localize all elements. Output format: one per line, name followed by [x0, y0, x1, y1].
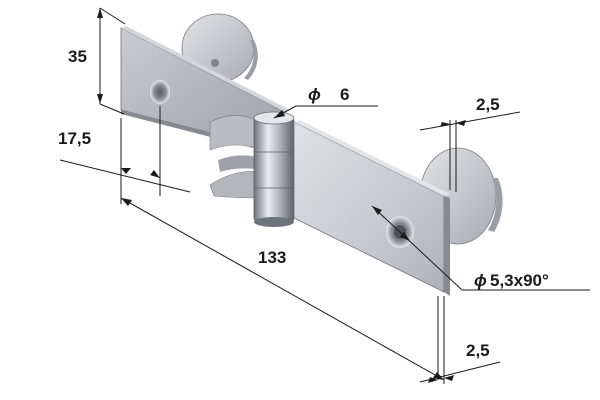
countersink-diameter-symbol: ϕ [474, 271, 487, 290]
dimension-thickness-top: 2,5 [419, 95, 521, 192]
dimension-thickness-bottom: 2,5 [419, 296, 501, 384]
dimension-hole-offset-label: 17,5 [58, 129, 91, 148]
dimension-countersink-label: 5,3x90° [490, 271, 549, 290]
dimension-pin-diameter-label: 6 [340, 85, 349, 104]
knuckle-wings [209, 115, 263, 199]
diameter-symbol: ϕ [308, 85, 321, 104]
left-plate-hole [150, 80, 170, 104]
dimension-thickness-top-label: 2,5 [476, 95, 500, 114]
dimension-countersink: ϕ 5,3x90° [371, 205, 590, 291]
dimension-height: 35 [68, 7, 126, 115]
dimension-thickness-bottom-label: 2,5 [466, 341, 490, 360]
dimension-height-label: 35 [68, 47, 87, 66]
dimension-pin-diameter: ϕ 6 [273, 85, 378, 119]
dimension-overall-length: 133 [120, 118, 445, 384]
right-plate [293, 120, 450, 296]
dimension-overall-length-label: 133 [258, 248, 286, 267]
hinge-pin [253, 111, 295, 227]
